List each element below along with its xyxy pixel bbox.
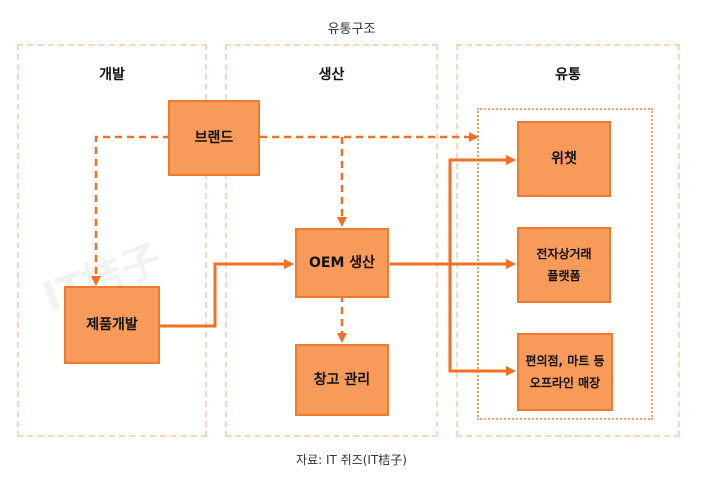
node-offline-label: 편의점, 마트 등 오프라인 매장 — [525, 354, 605, 390]
node-brand: 브랜드 — [168, 100, 260, 176]
lane-distribution: 유통 — [456, 44, 680, 437]
node-oem: OEM 생산 — [295, 228, 389, 298]
arrow-brand-to-product-dev — [91, 135, 170, 286]
node-oem-label: OEM 생산 — [308, 255, 376, 271]
arrow-oem-to-wechat — [448, 155, 516, 264]
node-ecommerce: 전자상거래 플랫폼 — [517, 227, 611, 303]
node-product-dev: 제품개발 — [64, 286, 160, 364]
node-warehouse-label: 창고 관리 — [313, 372, 371, 388]
lane-dev-title: 개발 — [99, 67, 125, 83]
lane-production-title: 생산 — [318, 67, 345, 83]
diagram-title: 유통구조 — [327, 22, 376, 37]
node-warehouse: 창고 관리 — [295, 344, 389, 416]
node-wechat-label: 위챗 — [551, 151, 577, 167]
node-brand-label: 브랜드 — [194, 130, 234, 146]
lane-dev: 개발 — [17, 44, 207, 437]
node-product-dev-label: 제품개발 — [86, 317, 138, 333]
source-caption: 자료: IT 쥐즈(IT桔子) — [296, 453, 407, 467]
lane-production: 생산 — [225, 44, 438, 437]
node-wechat: 위챗 — [517, 121, 611, 197]
node-offline: 편의점, 마트 등 오프라인 매장 — [517, 333, 613, 411]
lane-distribution-title: 유통 — [555, 67, 581, 83]
arrow-product-dev-to-oem — [159, 259, 294, 328]
node-ecommerce-label: 전자상거래 플랫폼 — [536, 247, 592, 283]
arrow-oem-to-offline — [448, 264, 516, 376]
